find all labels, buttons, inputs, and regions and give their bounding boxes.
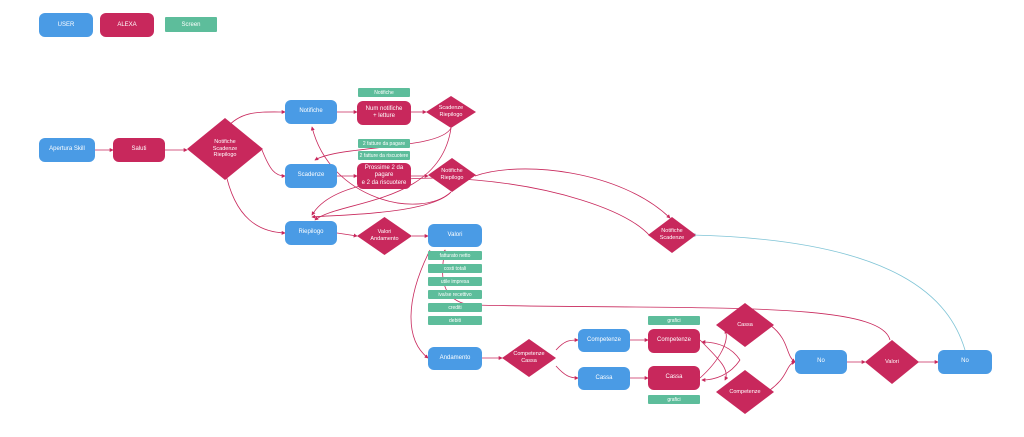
edge [701, 359, 741, 382]
node-cassa-alexa: Cassa [648, 366, 700, 390]
decision-label: Valori [885, 358, 899, 365]
edge [691, 233, 966, 351]
node-valori: Valori [428, 224, 482, 247]
node-cassa-user: Cassa [578, 367, 630, 390]
legend-alexa: ALEXA [100, 13, 154, 37]
node-prossime: Prossime 2 da pagare e 2 da riscuotere [357, 163, 411, 189]
decision-valori: Valori [865, 340, 919, 384]
decision-notifiche-scadenze: Notifiche Scadenze [648, 217, 696, 253]
edge [555, 365, 579, 380]
node-apertura-skill: Apertura Skill [39, 138, 95, 162]
decision-cassa: Cassa [716, 303, 774, 347]
node-no-2: No [938, 350, 992, 374]
edge [310, 126, 452, 205]
edge [410, 249, 431, 359]
node-competenze-user: Competenze [578, 329, 630, 352]
edge [314, 127, 452, 221]
edge [699, 329, 729, 379]
screen-notifiche: Notifiche [358, 88, 410, 97]
edge [224, 169, 286, 235]
decision-label: Notifiche Scadenze Riepilogo [212, 139, 238, 159]
node-no: No [795, 350, 847, 374]
decision-label: Cassa [737, 321, 753, 328]
screen-grafici-bottom: grafici [648, 395, 700, 404]
screen-costi-totali: costi totali [428, 264, 482, 273]
edge [769, 361, 796, 391]
edge [311, 177, 651, 237]
decision-label: Competenze Cassa [513, 351, 545, 364]
edge [336, 232, 358, 238]
screen-crediti: crediti [428, 303, 482, 312]
decision-competenze-cassa: Competenze Cassa [502, 339, 556, 377]
edge [311, 191, 452, 219]
legend-user: USER [39, 13, 93, 37]
screen-fatture-da-riscuotere: 2 fatture da riscuotere [358, 151, 410, 160]
node-riepilogo: Riepilogo [285, 221, 337, 245]
decision-label: Valori Andamento [370, 229, 399, 242]
node-saluti: Saluti [113, 138, 165, 162]
screen-iva: iva/se recettivo [428, 290, 482, 299]
edge [474, 168, 671, 219]
edge [769, 324, 796, 363]
node-competenze-alexa: Competenze [648, 329, 700, 353]
node-scadenze: Scadenze [285, 164, 337, 188]
decision-label: Notifiche Scadenze [659, 228, 685, 241]
node-notifiche: Notifiche [285, 100, 337, 124]
decision-competenze: Competenze [716, 370, 774, 414]
node-num-notifiche: Num notifiche + letture [357, 101, 411, 125]
decision-valori-andamento: Valori Andamento [357, 217, 412, 255]
legend-screen: Screen [165, 17, 217, 32]
decision-label: Competenze [729, 388, 761, 395]
screen-debiti: debiti [428, 316, 482, 325]
decision-label: Notifiche Riepilogo [440, 168, 464, 181]
edge [699, 339, 729, 381]
screen-utile-impresa: utile impresa [428, 277, 482, 286]
decision-scadenze-riepilogo: Scadenze Riepilogo [426, 96, 476, 128]
screen-fatturato-netto: fatturato netto [428, 251, 482, 260]
decision-notifiche-riepilogo: Notifiche Riepilogo [428, 158, 476, 192]
edge [701, 340, 741, 361]
edge [442, 249, 891, 341]
screen-fatture-da-pagare: 2 fatture da pagare [358, 139, 410, 148]
node-andamento: Andamento [428, 347, 482, 370]
decision-label: Scadenze Riepilogo [438, 105, 464, 118]
edge [555, 338, 579, 351]
edge [261, 149, 286, 178]
decision-notifiche-scadenze-riepilogo: Notifiche Scadenze Riepilogo [187, 118, 263, 180]
screen-grafici-top: grafici [648, 316, 700, 325]
